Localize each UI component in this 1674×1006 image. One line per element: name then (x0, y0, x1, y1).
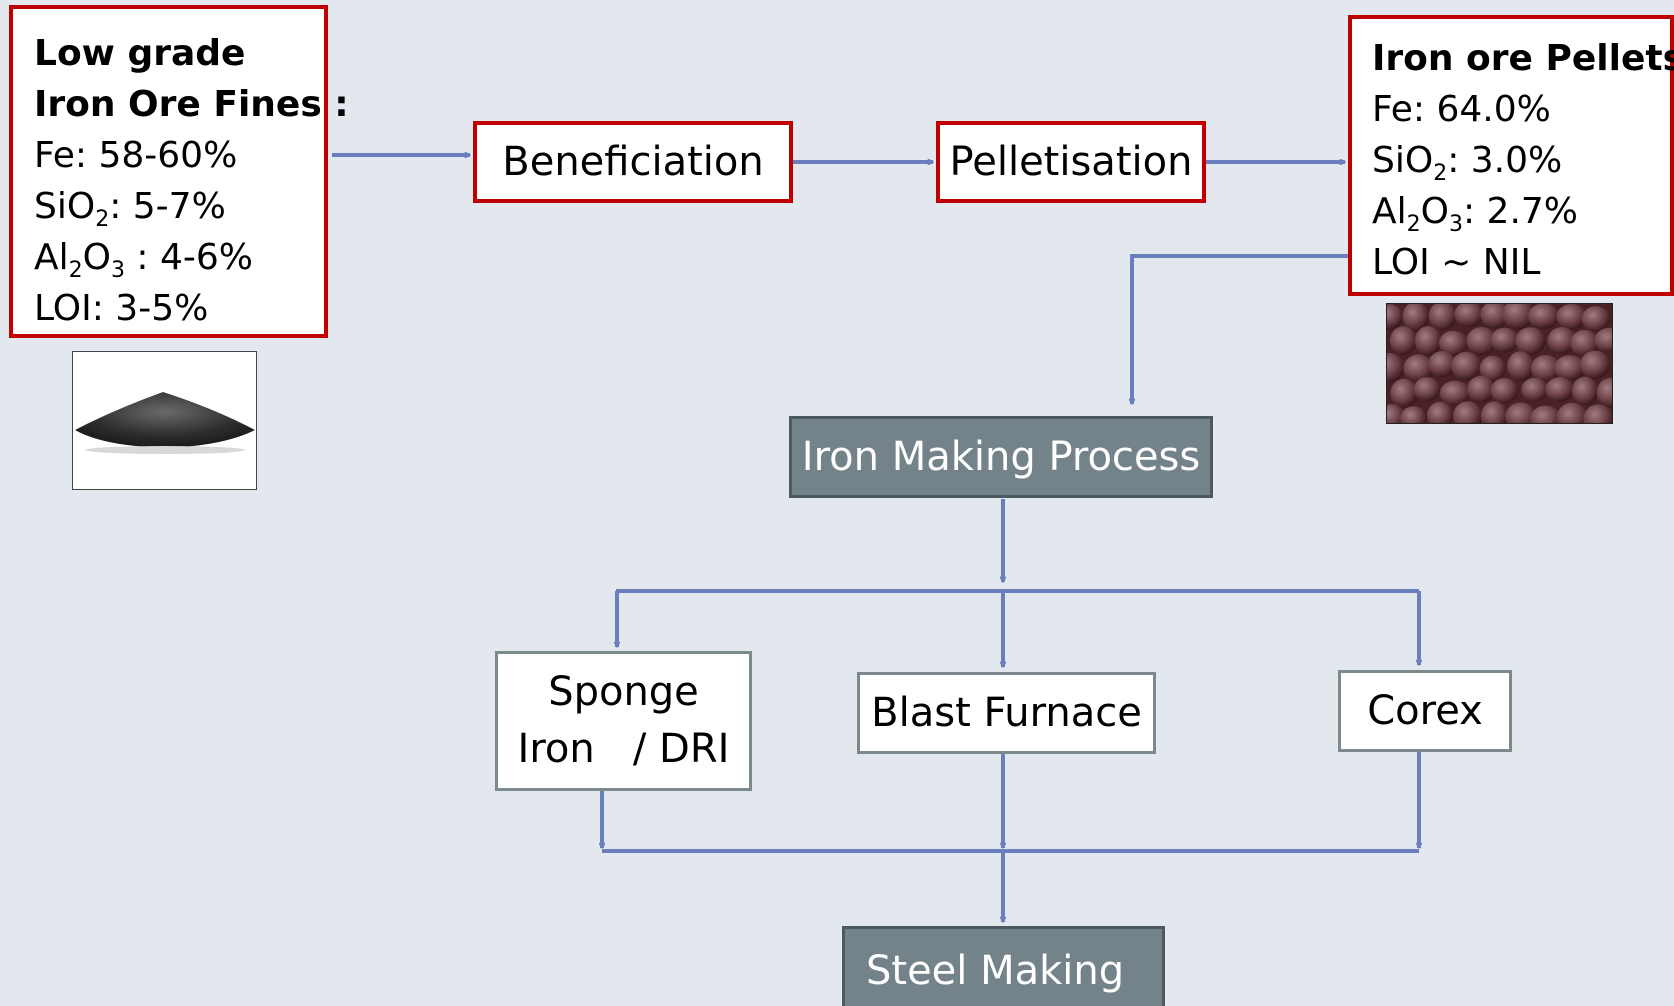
pellet (1454, 304, 1484, 328)
fines-sio2: SiO2: 5-7% (34, 186, 226, 232)
pellet (1439, 330, 1468, 357)
pellet (1571, 376, 1598, 406)
iron-ore-fines-box: Low grade Iron Ore Fines : Fe: 58-60% Si… (9, 5, 349, 338)
beneficiation-box: Beneficiation (473, 121, 793, 203)
fines-title-line-1: Low grade (34, 33, 246, 74)
steel-making-box: Steel Making (842, 926, 1165, 1006)
sponge-iron-label-line-2: Iron / DRI (517, 726, 730, 772)
pellet (1596, 377, 1612, 408)
pellet (1400, 406, 1427, 423)
pellet (1580, 350, 1611, 379)
arrow-pellets-to-iron-making (1132, 254, 1348, 404)
pellet (1490, 377, 1519, 404)
pellet (1583, 404, 1612, 423)
pellet (1556, 402, 1588, 423)
beneficiation-label: Beneficiation (502, 139, 764, 185)
pellets-loi: LOI ~ NIL (1372, 242, 1541, 283)
pellet (1490, 327, 1520, 353)
pellets-image (1387, 304, 1612, 423)
pellet (1581, 306, 1611, 332)
pellet (1480, 304, 1510, 329)
fines-pile-image (75, 392, 255, 454)
pellet (1505, 402, 1537, 423)
pellet (1467, 375, 1495, 403)
blast-furnace-label: Blast Furnace (871, 690, 1142, 736)
pellet (1451, 351, 1482, 381)
steel-making-label: Steel Making (866, 948, 1125, 994)
pellet (1387, 352, 1405, 383)
pellet (1547, 327, 1576, 355)
pellet (1570, 329, 1599, 357)
pellet (1402, 304, 1429, 332)
pellet (1556, 304, 1587, 330)
fines-loi: LOI: 3-5% (34, 288, 209, 329)
pellet (1530, 405, 1562, 423)
pellet (1439, 380, 1471, 406)
pellet (1413, 377, 1441, 402)
pellet (1453, 401, 1483, 423)
iron-ore-fines-photo (72, 351, 257, 490)
pellet (1403, 354, 1434, 383)
pellet (1428, 351, 1457, 378)
pellet (1466, 327, 1497, 355)
pellets-title: Iron ore Pellets: (1372, 38, 1674, 79)
pellet (1502, 304, 1534, 330)
iron-making-process-label: Iron Making Process (801, 434, 1201, 480)
corex-box: Corex (1338, 670, 1512, 752)
iron-ore-pellets-photo (1386, 303, 1613, 424)
sponge-iron-label-line-1: Sponge (548, 669, 699, 715)
pellet (1479, 355, 1506, 382)
fines-fe: Fe: 58-60% (34, 135, 238, 176)
iron-ore-pellets-box: Iron ore Pellets: Fe: 64.0% SiO2: 3.0% A… (1348, 15, 1674, 296)
pellet (1545, 377, 1574, 402)
pellet (1530, 355, 1561, 382)
pelletisation-label: Pelletisation (949, 139, 1193, 185)
fines-al2o3: Al2O3 : 4-6% (34, 237, 254, 283)
pellet (1390, 378, 1418, 408)
corex-label: Corex (1367, 688, 1483, 734)
pellet (1507, 351, 1534, 382)
pellet (1515, 327, 1546, 355)
blast-furnace-box: Blast Furnace (857, 672, 1156, 754)
pelletisation-box: Pelletisation (936, 121, 1206, 203)
sponge-iron-dri-box: Sponge Iron / DRI (495, 651, 752, 791)
pellet (1387, 304, 1404, 330)
pellet (1389, 326, 1417, 355)
pellets-fe: Fe: 64.0% (1372, 89, 1551, 130)
pellet (1427, 401, 1454, 423)
pellet (1554, 355, 1586, 381)
pellets-al2o3: Al2O3: 2.7% (1372, 191, 1579, 237)
pellet (1527, 304, 1560, 329)
pellet (1480, 401, 1508, 423)
iron-making-process-box: Iron Making Process (789, 416, 1213, 498)
pellet (1521, 377, 1549, 402)
pellet (1428, 304, 1457, 331)
pellet (1414, 326, 1442, 356)
pellet (1594, 327, 1612, 353)
pellets-sio2: SiO2: 3.0% (1372, 140, 1563, 186)
fines-title-line-2: Iron Ore Fines : (34, 84, 349, 125)
